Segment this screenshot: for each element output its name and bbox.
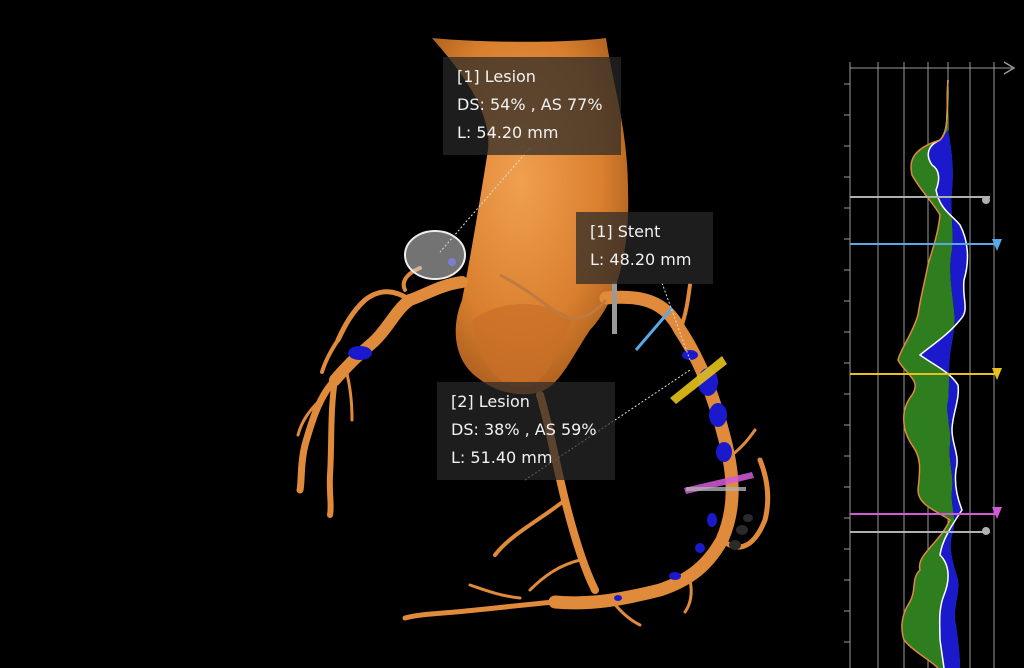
lesion1-stats: DS: 54% , AS 77% [457, 95, 603, 114]
lesion1-marker[interactable] [404, 230, 466, 280]
stent1-title: [1] Stent [590, 222, 661, 241]
lesion2-stats: DS: 38% , AS 59% [451, 420, 597, 439]
left-coronary-branch [296, 266, 468, 518]
profile-marker-magenta[interactable] [850, 507, 1002, 519]
profile-vessel-wall-line [897, 79, 951, 668]
lesion2-label[interactable]: [2] Lesion DS: 38% , AS 59% L: 51.40 mm [437, 382, 615, 480]
cross-section-markers[interactable] [612, 282, 754, 494]
lesion1-length: L: 54.20 mm [457, 123, 559, 142]
profile-lumen-line [918, 79, 969, 668]
lesion2-length: L: 51.40 mm [451, 448, 553, 467]
profile-marker-gray-bottom[interactable] [850, 527, 990, 535]
vessel-3d-view[interactable] [0, 0, 840, 668]
stent1-label[interactable]: [1] Stent L: 48.20 mm [576, 212, 713, 284]
stent-guidewire [499, 273, 608, 320]
lesion2-title: [2] Lesion [451, 392, 530, 411]
profile-marker-blue[interactable] [850, 239, 1002, 251]
profile-marker-yellow[interactable] [850, 368, 1002, 380]
vessel-profile-panel[interactable] [840, 0, 1024, 668]
profile-plaque-area [920, 130, 968, 668]
calcium-nodules [729, 514, 753, 550]
profile-markers[interactable] [850, 196, 1002, 535]
lesion1-label[interactable]: [1] Lesion DS: 54% , AS 77% L: 54.20 mm [443, 57, 621, 155]
stent1-length: L: 48.20 mm [590, 250, 692, 269]
profile-marker-gray-top[interactable] [850, 196, 990, 204]
lesion1-title: [1] Lesion [457, 67, 536, 86]
